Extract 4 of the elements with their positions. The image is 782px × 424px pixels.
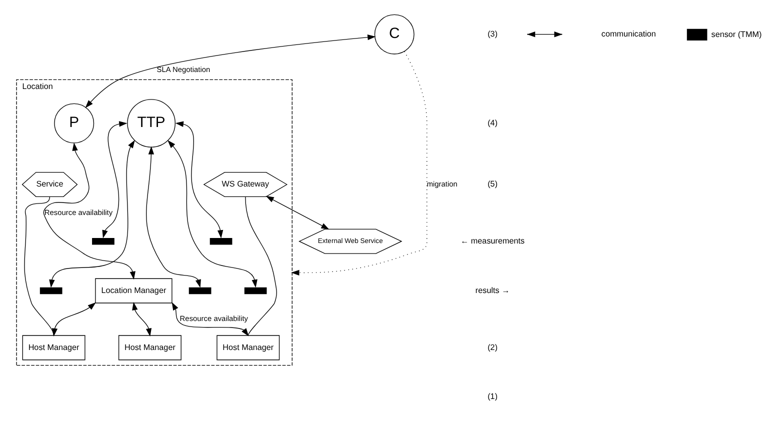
edge-label: SLA Negotiation (156, 65, 210, 74)
edge-label: Resource availability (44, 208, 113, 217)
edge-label: migration (426, 179, 458, 188)
edge-label: Resource availability (180, 314, 248, 324)
